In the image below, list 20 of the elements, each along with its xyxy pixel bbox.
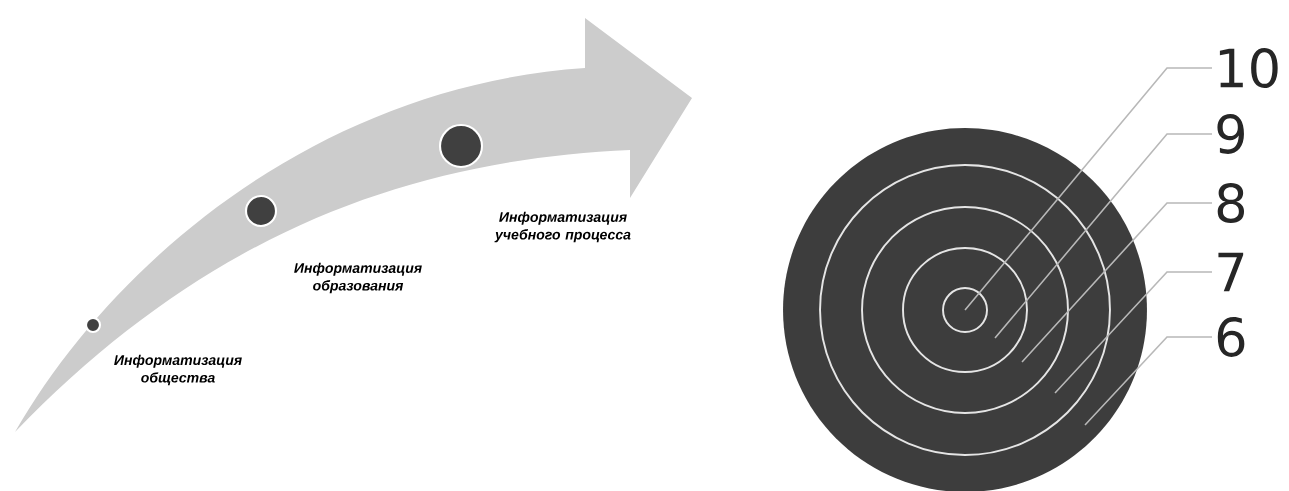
leader-line bbox=[1021, 202, 1213, 363]
target-ring bbox=[819, 164, 1111, 456]
milestone-dot bbox=[438, 123, 484, 169]
callout-number: 6 bbox=[1217, 317, 1245, 357]
leader-line bbox=[994, 133, 1213, 339]
callout-number: 7 bbox=[1218, 252, 1244, 292]
target-ring bbox=[861, 206, 1069, 414]
caption-text: Информатизация общества bbox=[114, 354, 242, 386]
leader-line bbox=[964, 67, 1213, 311]
leader-line bbox=[1084, 336, 1213, 426]
target-ring bbox=[902, 247, 1028, 373]
leader-line bbox=[1054, 271, 1213, 394]
callout-number: 9 bbox=[1217, 114, 1244, 154]
milestone-dot bbox=[244, 194, 278, 228]
caption-text: Информатизация учебного процесса bbox=[494, 211, 631, 243]
milestone-dot bbox=[84, 316, 102, 334]
target-ring bbox=[942, 287, 988, 333]
callout-number: 10 bbox=[1219, 48, 1278, 88]
caption-text: Информатизация образования bbox=[294, 262, 422, 294]
callout-number: 8 bbox=[1217, 183, 1245, 223]
